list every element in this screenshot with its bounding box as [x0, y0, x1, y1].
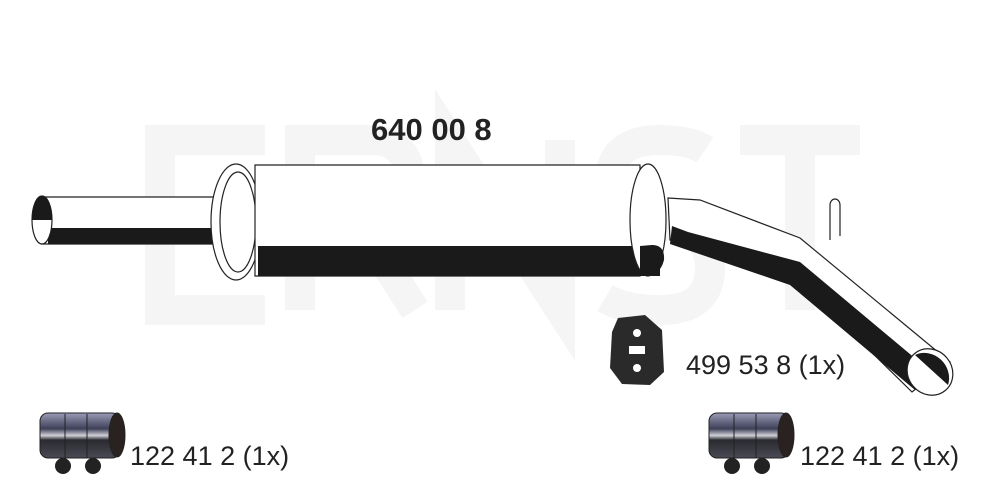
- middle-silencer: [31, 163, 954, 396]
- part-number: 640 00 8: [371, 112, 492, 147]
- clamp-label-left: 122 41 2 (1x): [130, 441, 290, 471]
- pipe-clamp-icon: [708, 412, 795, 474]
- rubber-hanger-icon: [610, 315, 664, 385]
- clamp-label-right: 122 41 2 (1x): [800, 441, 960, 471]
- hanger-label: 499 53 8 (1x): [686, 350, 846, 380]
- pipe-clamp-icon: [39, 412, 126, 474]
